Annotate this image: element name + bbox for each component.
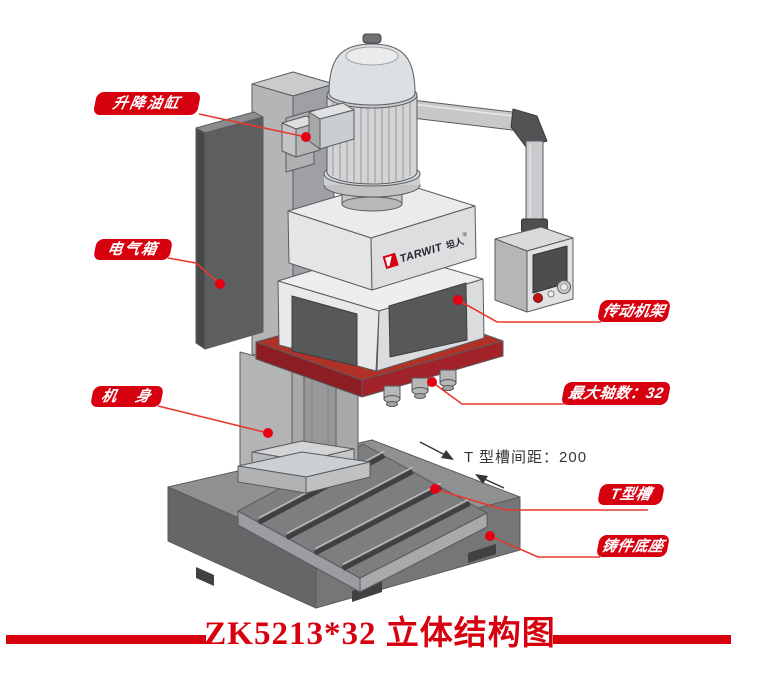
callout-lift-cylinder: 升降油缸 xyxy=(92,92,202,115)
title-block: ZK5213*32 立体结构图 xyxy=(0,618,760,651)
callout-electrical-box: 电气箱 xyxy=(92,239,174,260)
callout-cast-base: 铸件底座 xyxy=(595,535,671,557)
figure-title: ZK5213*32 立体结构图 xyxy=(204,616,556,652)
callout-machine-body: 机 身 xyxy=(89,386,165,407)
brand-cjk: 坦人 xyxy=(445,235,466,251)
callout-transmission-frame: 传动机架 xyxy=(596,300,672,322)
control-pendant xyxy=(494,226,574,313)
work-table xyxy=(237,443,488,593)
pendant-arm xyxy=(411,99,548,233)
motor-eyebolt xyxy=(362,33,382,44)
motor xyxy=(308,33,421,212)
pendant-white-button xyxy=(547,290,555,298)
title-rule-left xyxy=(6,635,206,644)
callout-t-slot: T型槽 xyxy=(596,484,666,505)
column-foot xyxy=(237,440,371,494)
motor-junction-box xyxy=(308,102,355,150)
leader-dots xyxy=(215,132,495,541)
t-slot-spacing-note: T 型槽间距：200 xyxy=(464,449,588,466)
electrical-box xyxy=(195,111,264,350)
brand-reg: ® xyxy=(462,231,469,239)
title-rule-right xyxy=(553,635,731,644)
callout-max-spindles: 最大轴数：32 xyxy=(560,382,672,405)
spindles xyxy=(383,369,457,407)
pendant-red-button xyxy=(533,293,543,303)
leader-lines xyxy=(157,113,648,558)
dimension-arrows xyxy=(419,441,505,489)
